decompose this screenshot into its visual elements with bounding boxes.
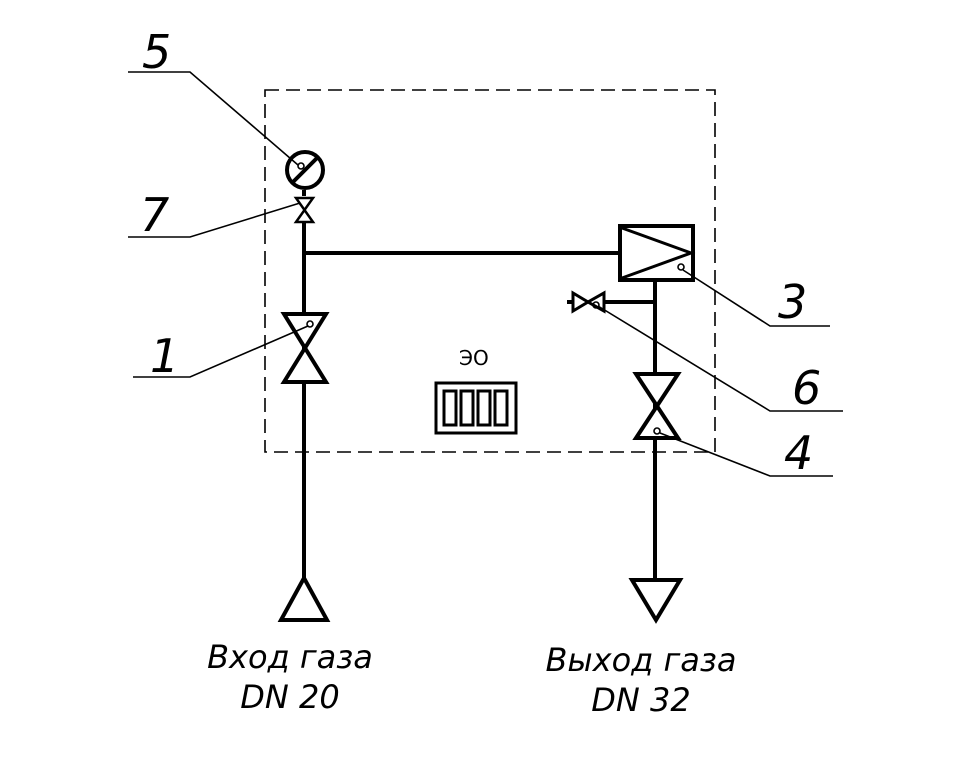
callout-6: 6 xyxy=(792,361,821,415)
heater-label: ЭО xyxy=(459,346,489,370)
regulator-icon xyxy=(618,224,696,282)
inlet-caption-line1: Вход газа xyxy=(207,638,373,676)
electric-heater-icon xyxy=(434,381,518,435)
leader-lines xyxy=(128,71,843,477)
purge-valve-icon xyxy=(567,290,606,314)
pressure-gauge-icon xyxy=(285,150,325,190)
inlet-arrow-icon xyxy=(277,573,331,622)
cabinet-boundary xyxy=(264,89,716,453)
callout-1: 1 xyxy=(150,329,179,383)
outlet-arrow-icon xyxy=(628,578,684,624)
callout-3: 3 xyxy=(778,275,807,329)
inlet-valve-icon xyxy=(280,312,330,384)
outlet-caption-line2: DN 32 xyxy=(591,681,690,719)
outlet-valve-icon xyxy=(632,372,682,440)
callout-4: 4 xyxy=(784,426,813,480)
outlet-caption-line1: Выход газа xyxy=(545,641,736,679)
pipelines xyxy=(302,190,657,580)
gauge-valve-icon xyxy=(293,196,316,224)
callout-7: 7 xyxy=(140,188,169,242)
callout-5: 5 xyxy=(142,25,171,79)
inlet-caption-line2: DN 20 xyxy=(240,678,339,716)
